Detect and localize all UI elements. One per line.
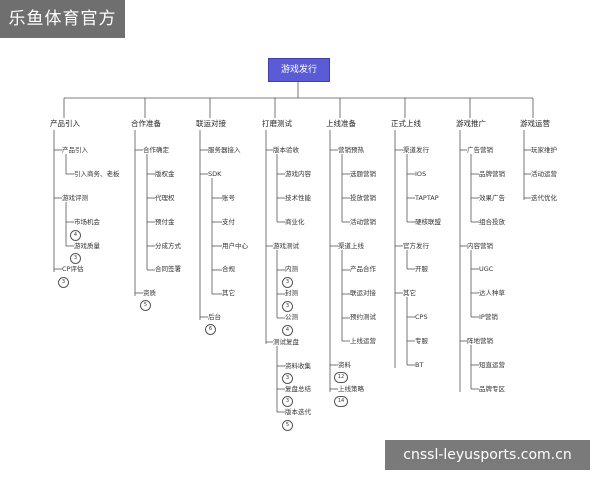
branch-title-joint-operation[interactable]: 联运对接 xyxy=(196,119,226,128)
count-badge: 5 xyxy=(282,420,293,431)
count-badge: 3 xyxy=(282,396,293,407)
node[interactable]: 商业化 xyxy=(285,218,305,226)
branch-title-testing[interactable]: 打磨测试 xyxy=(262,119,292,128)
node[interactable]: 渠道上线 xyxy=(338,242,364,250)
node[interactable]: 公测 xyxy=(285,313,298,321)
node[interactable]: 内测 xyxy=(285,265,298,273)
count-badge: 12 xyxy=(334,372,348,383)
node[interactable]: SDK xyxy=(208,170,222,178)
node[interactable]: CPS xyxy=(415,313,428,321)
count-badge: 4 xyxy=(282,325,293,336)
node[interactable]: 组合投放 xyxy=(479,218,505,226)
node[interactable]: 合规 xyxy=(222,265,235,273)
node[interactable]: 测试复盘 xyxy=(273,338,299,346)
site-watermark: cnssl-leyusports.com.cn xyxy=(385,440,590,470)
count-badge: 5 xyxy=(140,300,151,311)
node[interactable]: 分成方式 xyxy=(155,242,181,250)
node[interactable]: IOS xyxy=(415,170,427,178)
node[interactable]: 市场机会 xyxy=(74,218,100,226)
node[interactable]: 合同签署 xyxy=(155,265,181,273)
node[interactable]: 支付 xyxy=(222,218,235,226)
node[interactable]: 后台 xyxy=(208,313,221,321)
node[interactable]: 开服 xyxy=(415,265,428,273)
node[interactable]: 广告营销 xyxy=(467,146,493,154)
root-node[interactable]: 游戏发行 xyxy=(268,58,330,82)
node[interactable]: 复盘总结 xyxy=(285,385,311,393)
node[interactable]: UGC xyxy=(479,265,494,273)
node[interactable]: 合作确定 xyxy=(143,146,169,154)
branch-title-promotion[interactable]: 游戏推广 xyxy=(456,119,486,128)
count-badge: 3 xyxy=(282,373,293,384)
node[interactable]: 引入商务、老板 xyxy=(74,170,120,178)
node[interactable]: 内容营销 xyxy=(467,242,493,250)
node[interactable]: 专服 xyxy=(415,337,428,345)
node[interactable]: 其它 xyxy=(222,289,235,297)
count-badge: 3 xyxy=(70,253,81,264)
node[interactable]: 代理权 xyxy=(155,194,175,202)
branch-title-launch-prep[interactable]: 上线准备 xyxy=(326,119,356,128)
node[interactable]: 其它 xyxy=(403,289,416,297)
node[interactable]: 游戏内容 xyxy=(285,170,311,178)
node[interactable]: 上线运营 xyxy=(350,337,376,345)
node[interactable]: 效果广告 xyxy=(479,194,505,202)
count-badge: 4 xyxy=(70,230,81,241)
node[interactable]: 预付金 xyxy=(155,218,175,226)
node[interactable]: 预约测试 xyxy=(350,313,376,321)
node[interactable]: 游戏评测 xyxy=(62,194,88,202)
node[interactable]: 资料 xyxy=(338,361,351,369)
node[interactable]: 游戏质量 xyxy=(74,242,100,250)
branch-title-official-launch[interactable]: 正式上线 xyxy=(391,119,421,128)
node[interactable]: 玩家维护 xyxy=(531,146,557,154)
node[interactable]: 封测 xyxy=(285,289,298,297)
node[interactable]: TAPTAP xyxy=(415,194,439,202)
node[interactable]: 联运对接 xyxy=(350,289,376,297)
node[interactable]: 技术性能 xyxy=(285,194,311,202)
node[interactable]: BT xyxy=(415,361,424,369)
node[interactable]: 游戏测试 xyxy=(273,242,299,250)
node[interactable]: IP营销 xyxy=(479,313,498,321)
node[interactable]: 品牌营销 xyxy=(479,170,505,178)
node[interactable]: 产品合作 xyxy=(350,265,376,273)
node[interactable]: 活动运营 xyxy=(531,170,557,178)
node[interactable]: 服务器接入 xyxy=(208,146,241,154)
node[interactable]: 阵地营销 xyxy=(467,337,493,345)
node[interactable]: 选题营销 xyxy=(350,170,376,178)
node[interactable]: 投放营销 xyxy=(350,194,376,202)
node[interactable]: CP评估 xyxy=(62,265,84,273)
node[interactable]: 短直运营 xyxy=(479,361,505,369)
node[interactable]: 版本验收 xyxy=(273,146,299,154)
brand-banner: 乐鱼体育官方 xyxy=(0,0,125,38)
count-badge: 6 xyxy=(205,324,216,335)
branch-title-product-intro[interactable]: 产品引入 xyxy=(50,119,80,128)
count-badge: 3 xyxy=(58,277,69,288)
node[interactable]: 营销预热 xyxy=(338,146,364,154)
node[interactable]: 达人种草 xyxy=(479,289,505,297)
node[interactable]: 用户中心 xyxy=(222,242,248,250)
node[interactable]: 版本迭代 xyxy=(285,408,311,416)
node[interactable]: 资质 xyxy=(143,289,156,297)
node[interactable]: 渠道发行 xyxy=(403,146,429,154)
count-badge: 14 xyxy=(334,396,348,407)
node[interactable]: 官方发行 xyxy=(403,242,429,250)
count-badge: 3 xyxy=(282,277,293,288)
node[interactable]: 上线策略 xyxy=(338,385,364,393)
branch-title-operation[interactable]: 游戏运营 xyxy=(520,119,550,128)
node[interactable]: 资料收集 xyxy=(285,362,311,370)
node[interactable]: 品牌专区 xyxy=(479,385,505,393)
node[interactable]: 产品引入 xyxy=(62,146,88,154)
node[interactable]: 硬核联盟 xyxy=(415,218,441,226)
node[interactable]: 活动营销 xyxy=(350,218,376,226)
node[interactable]: 账号 xyxy=(222,194,235,202)
count-badge: 3 xyxy=(282,301,293,312)
node[interactable]: 版权金 xyxy=(155,170,175,178)
node[interactable]: 迭代优化 xyxy=(531,194,557,202)
branch-title-cooperation[interactable]: 合作准备 xyxy=(131,119,161,128)
